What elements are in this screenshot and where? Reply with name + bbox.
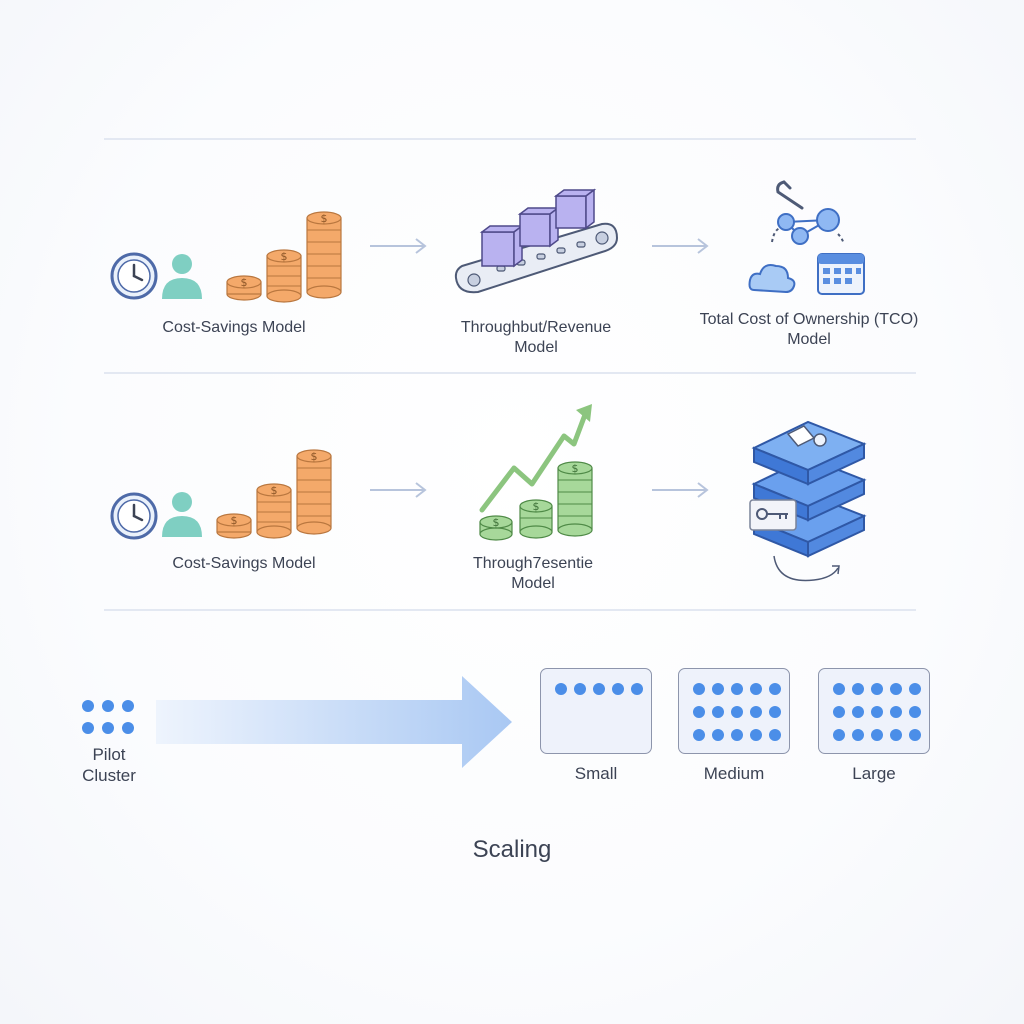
key-icon bbox=[749, 499, 797, 531]
row1-tco-label-2: Model bbox=[787, 331, 831, 348]
server-stack-icon bbox=[744, 404, 874, 586]
growth-chart-icon: $ $ $ bbox=[474, 402, 598, 548]
cluster-small bbox=[540, 668, 652, 754]
calendar-icon bbox=[817, 253, 865, 295]
cloud-icon bbox=[748, 264, 796, 294]
row1-tco-label-1: Total Cost of Ownership (TCO) bbox=[699, 311, 919, 328]
scaling-arrow-icon bbox=[156, 676, 516, 773]
divider-top bbox=[104, 138, 916, 140]
tco-icons bbox=[744, 172, 874, 302]
growth-arrow-icon bbox=[479, 404, 592, 513]
row2-cost-savings: $ $ $ bbox=[104, 440, 354, 550]
document-icon bbox=[786, 425, 827, 447]
svg-text:$: $ bbox=[281, 250, 288, 263]
row1-cost-savings: $ $ $ bbox=[104, 196, 354, 306]
coin-stack-icon bbox=[479, 461, 593, 541]
size-label-medium: Medium bbox=[703, 764, 765, 783]
pilot-cluster-dots bbox=[82, 700, 134, 734]
cluster-large bbox=[818, 668, 930, 754]
scaling-title: Scaling bbox=[472, 836, 552, 863]
coin-stack-icon: $ $ $ bbox=[226, 211, 342, 303]
row2-throughput-label-2: Model bbox=[511, 575, 555, 592]
cluster-medium bbox=[678, 668, 790, 754]
row2-cost-label: Cost-Savings Model bbox=[172, 555, 316, 572]
pilot-label-2: Cluster bbox=[82, 766, 136, 785]
person-icon bbox=[162, 254, 202, 299]
network-icon bbox=[771, 208, 845, 245]
svg-text:$: $ bbox=[533, 500, 540, 513]
wrench-icon bbox=[776, 180, 804, 210]
divider-middle bbox=[104, 372, 916, 374]
size-label-small: Small bbox=[574, 764, 618, 783]
row1-cost-label: Cost-Savings Model bbox=[162, 319, 306, 336]
size-label-large: Large bbox=[852, 764, 896, 783]
divider-bottom bbox=[104, 609, 916, 611]
refresh-arrow-icon bbox=[773, 555, 840, 582]
arrow-right-icon bbox=[368, 236, 430, 261]
arrow-right-icon bbox=[650, 480, 712, 505]
conveyor-icon bbox=[452, 186, 622, 306]
clock-icon bbox=[110, 252, 158, 300]
row2-throughput-label-1: Through7esentie bbox=[472, 555, 594, 572]
svg-text:$: $ bbox=[572, 462, 579, 475]
person-icon bbox=[162, 492, 202, 537]
clock-icon bbox=[110, 492, 158, 540]
pilot-label-1: Pilot bbox=[92, 745, 126, 764]
coin-stack-icon: $ $ $ bbox=[216, 449, 332, 539]
svg-text:$: $ bbox=[241, 276, 248, 289]
arrow-right-icon bbox=[368, 480, 430, 505]
svg-text:$: $ bbox=[311, 450, 318, 463]
svg-text:$: $ bbox=[231, 514, 238, 527]
arrow-right-icon bbox=[650, 236, 712, 261]
svg-text:$: $ bbox=[321, 212, 328, 225]
svg-text:$: $ bbox=[271, 484, 278, 497]
row1-throughput-label-2: Model bbox=[514, 339, 558, 356]
cube-icon bbox=[479, 188, 597, 268]
svg-text:$: $ bbox=[493, 516, 500, 529]
row1-throughput-label-1: Throughbut/Revenue bbox=[460, 319, 612, 336]
